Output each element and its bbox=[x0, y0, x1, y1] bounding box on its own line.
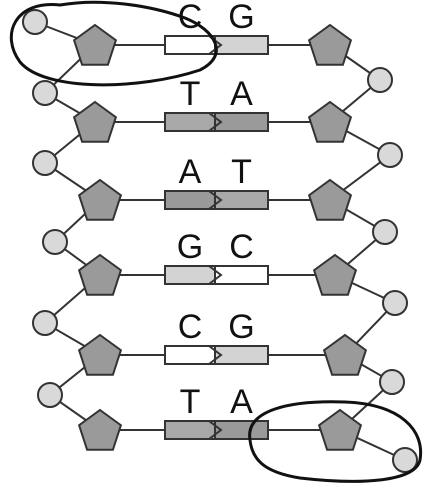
phosphate-circle-left-6 bbox=[37, 382, 63, 408]
base-G-right-1 bbox=[214, 35, 269, 55]
right-backbone-strand bbox=[328, 44, 406, 461]
sugar-pentagon-left-1 bbox=[72, 23, 118, 66]
phosphate-circle-left-2 bbox=[32, 80, 58, 106]
phosphate-circle-right-3 bbox=[372, 219, 398, 245]
base-G-left-4 bbox=[164, 265, 216, 285]
sugar-pentagon-right-1 bbox=[307, 23, 353, 66]
hand-drawn-annotations bbox=[9, 0, 423, 483]
hydrogen-bond-icon bbox=[208, 420, 223, 440]
phosphate-circle-right-5 bbox=[379, 369, 405, 395]
sugar-pentagon-right-3 bbox=[307, 178, 353, 221]
hydrogen-bond-icon bbox=[208, 112, 223, 132]
base-T-left-6 bbox=[164, 420, 216, 440]
phosphate-circle-right-1 bbox=[367, 67, 393, 93]
handwritten-letter-right-2: A bbox=[230, 75, 253, 113]
handwritten-letter-right-6: A bbox=[230, 383, 253, 421]
handwritten-letter-right-5: G bbox=[228, 308, 254, 346]
handwritten-letter-right-1: G bbox=[228, 0, 254, 36]
handwritten-letter-left-5: C bbox=[178, 308, 203, 346]
phosphate-circle-right-4 bbox=[382, 290, 408, 316]
base-T-right-3 bbox=[214, 190, 269, 210]
base-A-right-6 bbox=[214, 420, 269, 440]
sugar-pentagon-right-4 bbox=[312, 253, 358, 296]
base-C-right-4 bbox=[214, 265, 269, 285]
sugar-pentagon-left-4 bbox=[77, 253, 123, 296]
handwritten-letter-left-2: T bbox=[180, 75, 201, 113]
sugar-pentagon-right-5 bbox=[322, 333, 368, 376]
sugar-pentagon-right-2 bbox=[307, 100, 353, 143]
handwritten-letter-right-4: C bbox=[229, 228, 254, 266]
phosphate-circle-right-6 bbox=[392, 447, 418, 473]
hydrogen-bond-icon bbox=[208, 265, 223, 285]
sugar-pentagon-left-3 bbox=[77, 178, 123, 221]
sugar-pentagon-right-6 bbox=[317, 408, 363, 451]
handwritten-letter-right-3: T bbox=[231, 153, 252, 191]
backbone-nodes bbox=[22, 9, 418, 473]
sugar-pentagon-left-6 bbox=[77, 408, 123, 451]
hydrogen-bond-icon bbox=[208, 345, 223, 365]
sugar-pentagon-left-5 bbox=[77, 333, 123, 376]
backbone-lines bbox=[34, 21, 406, 461]
base-C-left-1 bbox=[164, 35, 216, 55]
base-C-left-5 bbox=[164, 345, 216, 365]
phosphate-circle-left-3 bbox=[32, 150, 58, 176]
base-A-left-3 bbox=[164, 190, 216, 210]
hydrogen-bond-icon bbox=[208, 190, 223, 210]
phosphate-circle-right-2 bbox=[377, 142, 403, 168]
phosphate-circle-left-4 bbox=[42, 229, 68, 255]
nucleotide-circle-top-left bbox=[9, 0, 218, 87]
sugar-pentagon-left-2 bbox=[72, 100, 118, 143]
phosphate-circle-left-1 bbox=[22, 9, 48, 35]
base-G-right-5 bbox=[214, 345, 269, 365]
handwritten-letter-left-4: G bbox=[177, 228, 203, 266]
base-T-left-2 bbox=[164, 112, 216, 132]
handwritten-letter-left-3: A bbox=[179, 153, 202, 191]
phosphate-circle-left-5 bbox=[32, 310, 58, 336]
nucleotide-circle-bottom-right bbox=[248, 400, 423, 483]
handwritten-letter-left-6: T bbox=[180, 383, 201, 421]
base-A-right-2 bbox=[214, 112, 269, 132]
